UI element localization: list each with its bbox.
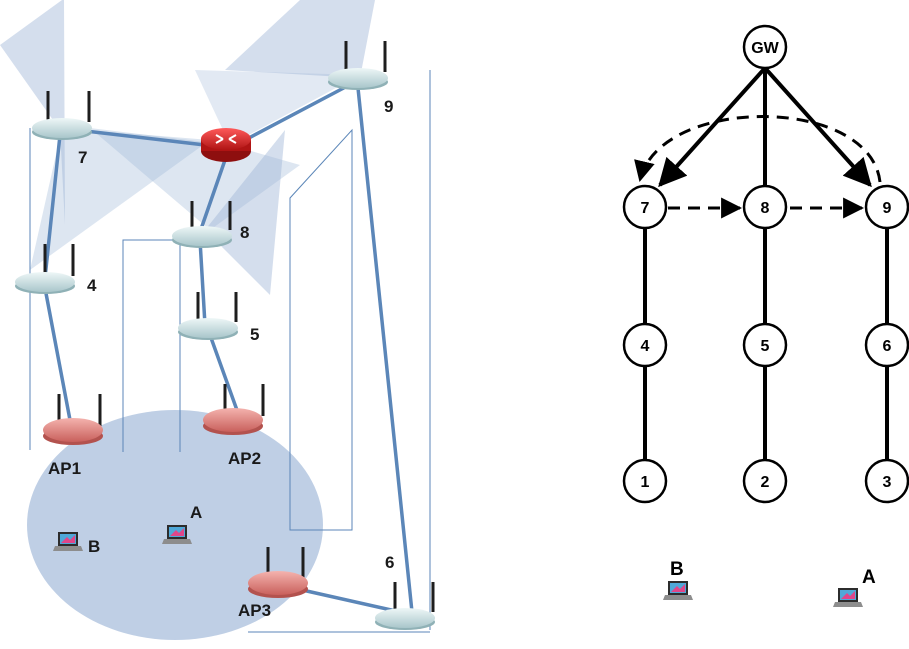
tree-edges — [643, 66, 889, 460]
wall-corridor — [289, 128, 353, 531]
beam-8 — [205, 130, 285, 295]
link-5-ap2 — [208, 333, 240, 415]
label-client-b: B — [88, 537, 100, 556]
label-ap3: AP3 — [238, 601, 271, 620]
access-point-ap1 — [43, 394, 103, 445]
tree-node-1 — [622, 458, 668, 504]
tree-node-4 — [622, 322, 668, 368]
mesh-node-9 — [328, 41, 388, 90]
label-client-a: A — [190, 503, 202, 522]
tree-node-9 — [864, 184, 909, 230]
handoff-arrows — [634, 115, 882, 219]
wall-room — [122, 239, 181, 452]
link-router-8 — [198, 158, 227, 234]
tree-label-gw: GW — [751, 40, 779, 57]
edge-gw-9 — [763, 66, 872, 188]
tree-label-2: 2 — [761, 474, 770, 491]
tree-label-8: 8 — [761, 200, 770, 217]
tree-label-6: 6 — [883, 338, 892, 355]
tree-label-9: 9 — [883, 200, 892, 217]
link-4-ap1 — [43, 286, 72, 422]
beam-7-right — [30, 128, 210, 270]
beam-7 — [0, 0, 65, 225]
tree-label-4: 4 — [641, 338, 650, 355]
tree-label-1: 1 — [641, 474, 650, 491]
tree-node-3 — [864, 458, 909, 504]
tree-label-7: 7 — [641, 200, 650, 217]
logical-tree: GW 7 8 9 4 5 6 1 2 3 B A — [622, 24, 909, 607]
access-point-ap3 — [248, 547, 308, 598]
beam-router-9 — [195, 70, 360, 145]
link-router-9 — [243, 80, 357, 142]
label-node-5: 5 — [250, 325, 259, 344]
label-ap1: AP1 — [48, 459, 81, 478]
tree-label-client-b: B — [670, 559, 684, 580]
label-node-7: 7 — [78, 148, 87, 167]
physical-topology: 7 9 8 4 5 6 AP1 AP2 AP3 B A — [0, 0, 435, 640]
label-ap2: AP2 — [228, 449, 261, 468]
mesh-node-5 — [178, 292, 238, 340]
edge-gw-7 — [658, 66, 767, 188]
link-8-5 — [198, 238, 207, 327]
tree-node-gw — [742, 24, 788, 70]
mesh-node-6 — [375, 582, 435, 630]
label-node-4: 4 — [87, 276, 97, 295]
label-node-9: 9 — [384, 97, 393, 116]
mesh-node-8 — [172, 201, 232, 248]
router-icon — [201, 128, 251, 162]
access-point-ap2 — [203, 384, 265, 435]
tree-node-8 — [742, 184, 788, 230]
mesh-node-4 — [15, 244, 75, 294]
tree-laptop-a-icon — [833, 588, 863, 607]
link-9-6 — [356, 86, 414, 614]
label-node-8: 8 — [240, 223, 249, 242]
tree-node-2 — [742, 458, 788, 504]
beam-9 — [225, 0, 375, 78]
tree-node-5 — [742, 322, 788, 368]
dashed-arc-9-to-7 — [634, 115, 882, 183]
tree-label-5: 5 — [761, 338, 770, 355]
label-node-6: 6 — [385, 553, 394, 572]
tree-laptop-b-icon — [663, 581, 693, 600]
tree-node-6 — [864, 322, 909, 368]
tree-node-7 — [622, 184, 668, 230]
link-7-4 — [43, 133, 62, 280]
tree-label-3: 3 — [883, 474, 892, 491]
tree-label-client-a: A — [862, 567, 876, 588]
mesh-node-7 — [32, 91, 92, 140]
